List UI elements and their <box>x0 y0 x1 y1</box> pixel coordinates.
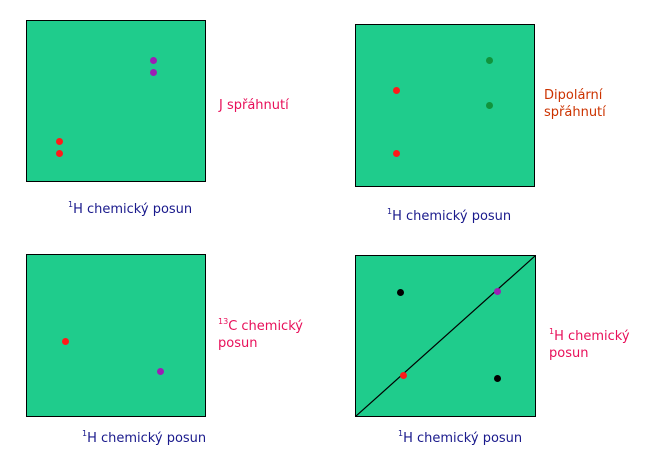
homonuclear-label-line1: H chemický <box>554 329 630 344</box>
purple-diagonal-peak <box>493 287 501 295</box>
heteronuclear-label-line2: posun <box>218 336 258 351</box>
heteronuclear-axis-label: 1H chemický posun <box>82 429 207 447</box>
red-peak-upper <box>55 137 63 145</box>
label-nucleus-superscript: 1 <box>549 327 555 336</box>
diagonal-line <box>356 256 535 416</box>
dipolar-label-line2: spřáhnutí <box>544 105 606 120</box>
green-peak-upper <box>485 56 493 64</box>
axis-nucleus-superscript: 1 <box>68 200 74 209</box>
purple-peak-upper <box>149 56 157 64</box>
label-nucleus-superscript: 13 <box>218 317 229 326</box>
axis-text: H chemický posun <box>73 202 193 217</box>
purple-peak-lower <box>149 68 157 76</box>
dipolar-axis-label: 1H chemický posun <box>387 207 512 225</box>
homonuclear-label: 1H chemický posun <box>549 328 630 362</box>
black-peak-lower <box>493 374 501 382</box>
j-coupling-panel <box>26 20 206 182</box>
green-peak-lower <box>485 101 493 109</box>
homonuclear-label-line2: posun <box>549 346 589 361</box>
axis-nucleus-superscript: 1 <box>398 429 404 438</box>
axis-nucleus-superscript: 1 <box>82 429 88 438</box>
homonuclear-axis-label: 1H chemický posun <box>398 429 523 447</box>
red-peak <box>61 337 69 345</box>
j-coupling-label: J spřáhnutí <box>219 97 289 114</box>
red-diagonal-peak <box>399 371 407 379</box>
homonuclear-panel <box>355 255 536 417</box>
heteronuclear-label: 13C chemický posun <box>218 318 303 352</box>
j-coupling-axis-label: 1H chemický posun <box>68 200 193 218</box>
red-peak-upper <box>392 86 400 94</box>
purple-peak <box>156 367 164 375</box>
axis-nucleus-superscript: 1 <box>387 207 393 216</box>
black-peak-upper <box>396 288 404 296</box>
dipolar-label: Dipolární spřáhnutí <box>544 87 606 121</box>
dipolar-label-line1: Dipolární <box>544 88 603 103</box>
axis-text: H chemický posun <box>87 431 207 446</box>
j-coupling-label-text: J spřáhnutí <box>219 98 289 113</box>
dipolar-panel <box>355 24 535 187</box>
axis-text: H chemický posun <box>403 431 523 446</box>
heteronuclear-label-line1: C chemický <box>228 319 303 334</box>
heteronuclear-panel <box>26 254 206 417</box>
axis-text: H chemický posun <box>392 209 512 224</box>
red-peak-lower <box>392 149 400 157</box>
red-peak-lower <box>55 149 63 157</box>
